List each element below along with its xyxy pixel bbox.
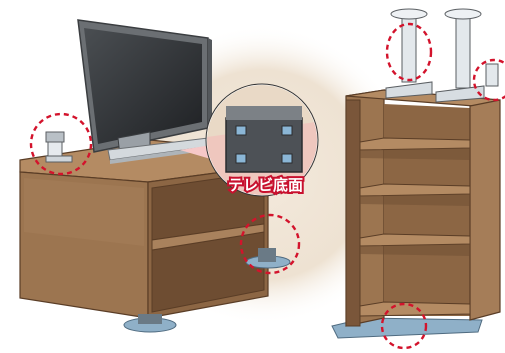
tension-pole-right	[435, 8, 485, 103]
television	[77, 19, 213, 164]
tension-pole-left	[385, 8, 433, 99]
tv-anti-tip-bracket	[45, 131, 73, 163]
shelf-corner-bracket	[485, 63, 499, 87]
tv-bottom-callout: テレビ底面	[180, 83, 319, 197]
highlight-shelf-base	[380, 302, 428, 350]
highlight-pole-top	[385, 22, 433, 82]
bookshelf	[331, 89, 501, 339]
highlight-shelf-corner	[472, 58, 505, 102]
highlight-tv-bracket	[29, 112, 93, 176]
callout-label: テレビ底面	[228, 176, 303, 194]
highlight-stand-foot	[239, 213, 301, 275]
tv-stand	[19, 139, 291, 333]
